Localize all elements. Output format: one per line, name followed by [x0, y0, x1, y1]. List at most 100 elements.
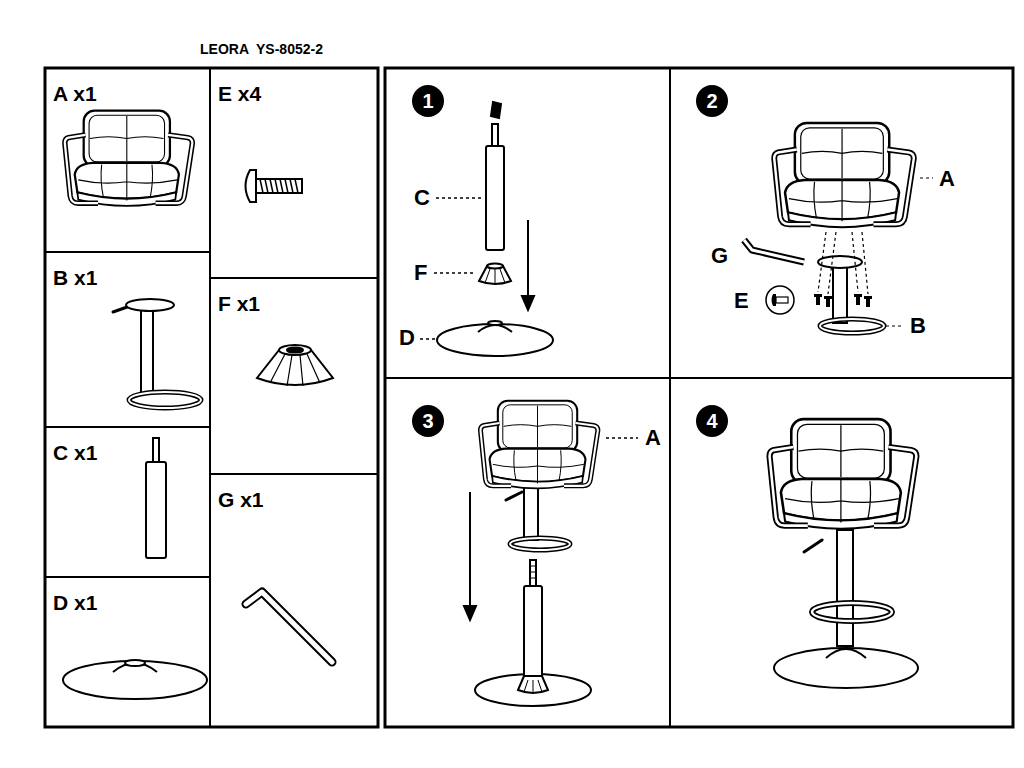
step-2-art — [920, 177, 933, 178]
step-3-art — [524, 486, 538, 540]
part-quantity: E x4 — [218, 82, 378, 105]
step-1-art — [420, 102, 553, 356]
part-label: G — [709, 244, 730, 267]
step-number-text: 2 — [706, 91, 717, 111]
step-4-art — [826, 649, 866, 658]
step-1-art — [434, 272, 476, 273]
part-label: A — [643, 426, 663, 449]
step-4-art — [770, 419, 917, 529]
step-1-art — [522, 296, 534, 310]
part-label: D — [397, 326, 417, 349]
step-2-art — [772, 294, 777, 306]
step-2-art — [833, 265, 847, 323]
step-number: 2 — [696, 85, 728, 117]
step-2-art — [826, 298, 830, 307]
step-2-art — [816, 296, 820, 305]
frames — [45, 68, 1013, 727]
step-3-art — [518, 676, 548, 693]
step-3-art — [510, 538, 570, 550]
step-3-art — [506, 492, 522, 500]
part-f-collar — [270, 354, 320, 386]
step-1-art — [527, 220, 529, 300]
part-d-disk — [63, 660, 207, 699]
step-2-art — [820, 319, 884, 333]
part-e-screw — [260, 179, 298, 193]
step-number: 4 — [696, 405, 728, 437]
part-e-screw — [246, 170, 257, 202]
step-1-art — [491, 102, 501, 118]
step-2-art — [824, 296, 832, 299]
step-3-art — [524, 680, 542, 694]
step-2-art — [814, 294, 822, 297]
part-cell: A x1 — [45, 68, 210, 252]
step-2-art — [766, 286, 794, 314]
part-b-base — [126, 299, 174, 311]
part-label: A — [937, 167, 957, 190]
step-2-art — [776, 297, 788, 303]
step-1-art — [436, 197, 483, 198]
part-cell: D x1 — [45, 577, 210, 727]
step-number: 1 — [412, 85, 444, 117]
part-label: C — [412, 186, 432, 209]
part-g-hex-key — [246, 592, 332, 662]
part-d-disk — [125, 660, 145, 666]
step-3-art — [475, 674, 591, 706]
part-b-base — [141, 309, 153, 393]
part-quantity: B x1 — [53, 266, 210, 289]
part-a-chair — [65, 111, 193, 206]
part-g-hex-key — [246, 592, 332, 662]
step-2-art — [854, 294, 862, 297]
part-f-collar — [287, 348, 303, 353]
frames — [45, 426, 210, 428]
part-quantity: G x1 — [218, 488, 378, 511]
step-2-art — [886, 325, 904, 326]
step-1-art — [437, 324, 553, 356]
part-g-hex-key — [246, 592, 332, 662]
part-c-cylinder — [146, 438, 166, 558]
step-3-art — [606, 437, 638, 438]
step-3-art — [464, 606, 476, 620]
step-4-art — [837, 530, 853, 646]
step-1-art — [478, 325, 512, 332]
frames — [669, 68, 671, 727]
step-1-art — [492, 124, 498, 146]
step-2-art — [856, 296, 860, 305]
sheet-title: LEORA YS-8052-2 — [200, 41, 323, 58]
step-2-art — [820, 319, 884, 333]
frames — [45, 576, 210, 578]
step-4-art — [770, 419, 918, 688]
step-3-art — [469, 492, 471, 610]
step-1-art — [420, 338, 438, 339]
part-e-screw — [246, 170, 303, 202]
step-1-art — [485, 269, 505, 285]
part-cell: G x1 — [210, 474, 378, 727]
part-f-collar — [279, 345, 311, 355]
part-b-base — [129, 392, 201, 408]
step-2-art — [744, 123, 933, 333]
part-a-chair — [65, 111, 193, 206]
step-2-art — [862, 232, 868, 294]
part-f-collar — [257, 345, 333, 386]
step-2-art — [744, 240, 804, 262]
step-3-art — [480, 401, 597, 489]
step-1-art — [487, 264, 503, 269]
step-4-art — [804, 540, 822, 552]
part-b-base — [129, 392, 201, 408]
step-2-art — [866, 298, 870, 307]
part-quantity: F x1 — [218, 292, 378, 315]
step-3-art — [530, 566, 536, 578]
step-3-art — [510, 538, 570, 550]
step-1-art — [488, 321, 502, 325]
step-2-art — [814, 294, 872, 307]
step-4-art — [812, 603, 892, 621]
part-label: E — [732, 289, 751, 312]
step-4-art — [774, 648, 918, 688]
step-number-text: 4 — [706, 411, 717, 431]
frames — [210, 277, 378, 279]
step-2-art — [852, 232, 858, 292]
part-cell: E x4 — [210, 68, 378, 278]
step-2-art — [828, 232, 836, 294]
step-number-text: 1 — [422, 91, 433, 111]
